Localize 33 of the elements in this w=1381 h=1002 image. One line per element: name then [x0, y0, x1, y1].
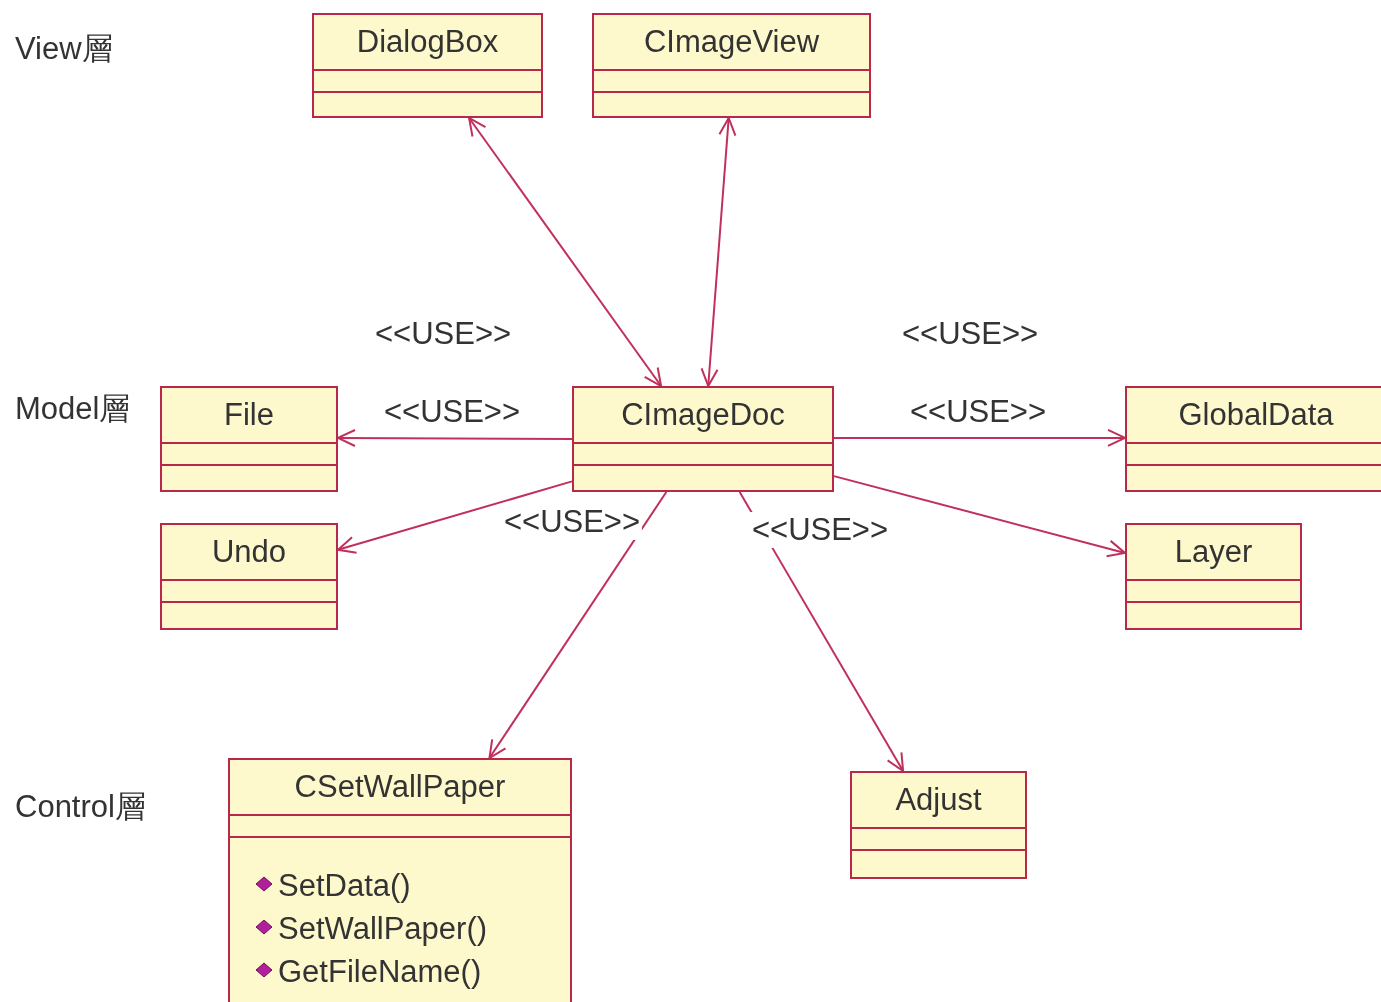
- method-name: SetWallPaper(): [278, 910, 488, 947]
- class-name: CImageView: [643, 24, 820, 60]
- class-box: [312, 13, 543, 118]
- arrow: [833, 475, 1126, 558]
- class-box: [592, 13, 871, 118]
- layer-label: Model層: [15, 390, 131, 428]
- class-name: Undo: [211, 534, 287, 570]
- layer-label: Control層: [15, 788, 146, 826]
- arrow: [833, 428, 1126, 447]
- class-name: CSetWallPaper: [294, 769, 506, 805]
- class-box: [228, 758, 572, 1002]
- class-name: Adjust: [895, 782, 982, 818]
- class-name: DialogBox: [356, 24, 499, 60]
- class-box: [572, 386, 834, 492]
- class-name: File: [224, 397, 274, 433]
- arrow: [488, 491, 668, 759]
- layer-label: View層: [15, 30, 113, 68]
- class-box: [1125, 386, 1381, 492]
- arrow: [337, 480, 573, 554]
- stereotype-label: <<USE>>: [375, 316, 512, 352]
- method-name: SetData(): [278, 867, 411, 904]
- class-box: [1125, 523, 1302, 630]
- class-box: [850, 771, 1027, 879]
- class-name: Layer: [1174, 534, 1253, 570]
- arrow: [700, 117, 737, 387]
- stereotype-label: <<USE>>: [902, 316, 1039, 352]
- class-box: [160, 523, 338, 630]
- class-name: GlobalData: [1178, 397, 1334, 433]
- class-name: CImageDoc: [621, 397, 785, 433]
- method-name: GetFileName(): [278, 953, 482, 990]
- class-box: [160, 386, 338, 492]
- arrow: [337, 429, 573, 447]
- arrow: [468, 117, 663, 387]
